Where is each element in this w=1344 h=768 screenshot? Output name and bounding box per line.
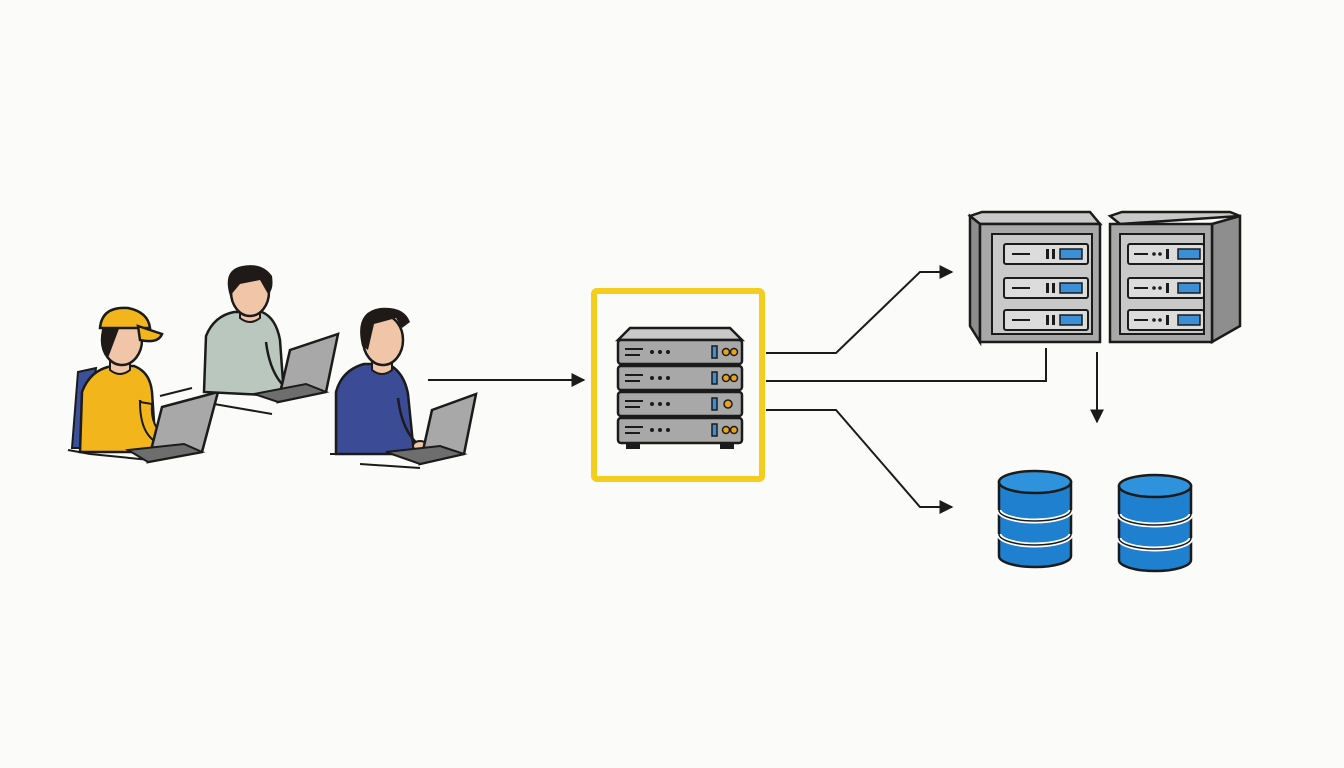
load-balancer-to-database-arrow <box>766 409 954 514</box>
database-icon <box>996 469 1074 569</box>
server-cabinet-icon <box>1107 210 1242 345</box>
user-blue-icon <box>330 307 428 469</box>
user-gray-icon <box>159 265 296 415</box>
server-cabinet-icon <box>967 210 1103 347</box>
database-icon <box>1116 473 1194 573</box>
load-balancer-highlight <box>591 288 765 482</box>
load-balancer-to-app-servers-line <box>766 348 1047 382</box>
load-balancer-to-app-server-arrow <box>766 265 954 354</box>
server-rack-icon <box>614 326 746 449</box>
laptop-icon <box>250 332 340 404</box>
laptop-icon <box>385 392 478 466</box>
laptop-icon <box>124 390 220 464</box>
